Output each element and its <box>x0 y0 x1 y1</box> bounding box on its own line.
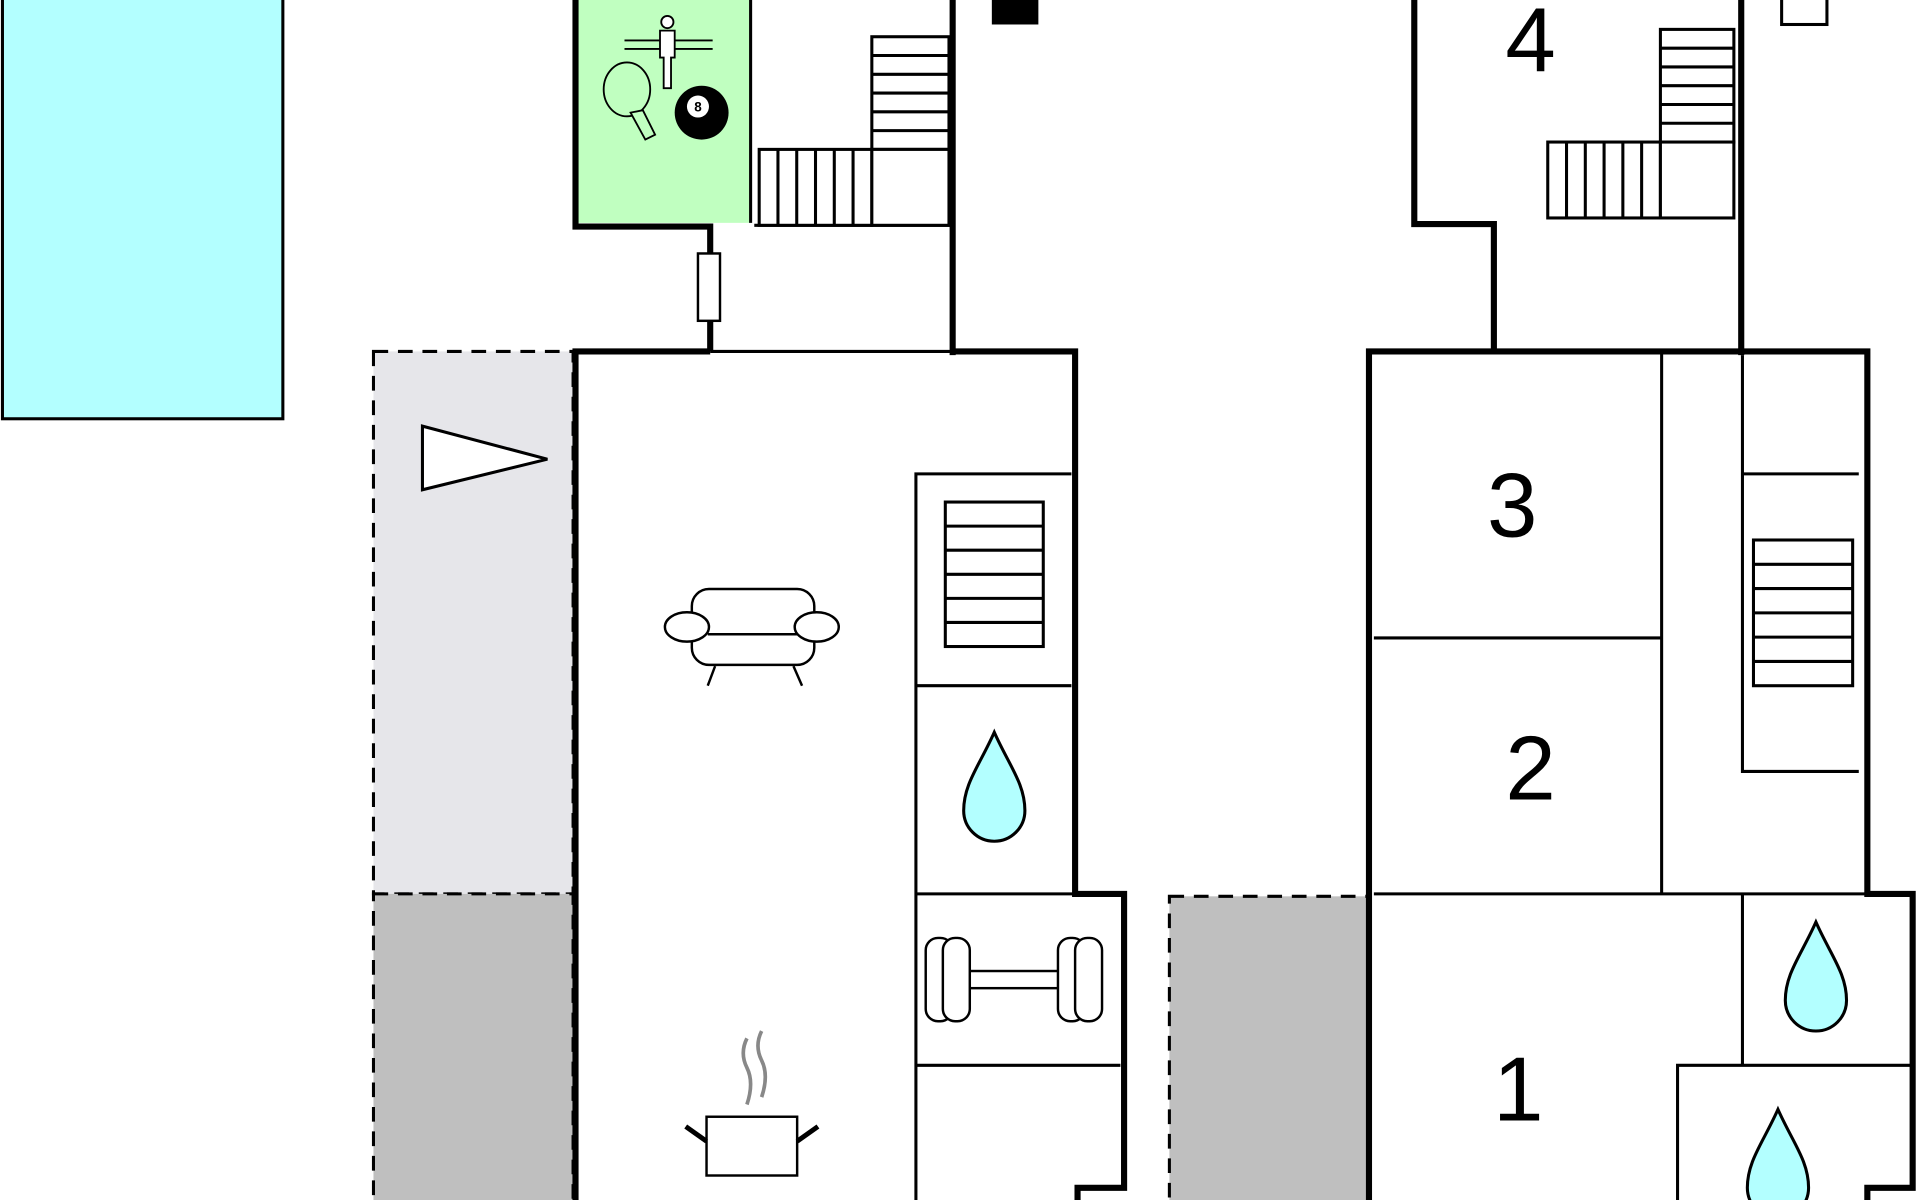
water-drop-icon <box>1783 918 1849 1033</box>
sauna-bench-icon <box>1751 538 1855 688</box>
room-label-4: 4 <box>1505 0 1555 91</box>
wall <box>1373 351 1913 1200</box>
billiard-ball-number: 8 <box>694 99 702 114</box>
step-outline <box>870 147 951 227</box>
sofa-icon <box>663 587 841 687</box>
stairs <box>757 35 951 227</box>
table-tennis-icon <box>602 61 657 141</box>
room-label-2: 2 <box>1505 719 1555 820</box>
cooking-pot-icon <box>684 1030 820 1177</box>
terrace-covered <box>371 349 575 896</box>
foosball-icon <box>624 15 713 90</box>
billiard-ball-icon: 8 <box>674 85 729 140</box>
room-label-3: 3 <box>1487 455 1537 556</box>
wall <box>572 348 711 1200</box>
room-label-1: 1 <box>1493 1039 1543 1140</box>
direction-triangle-icon <box>420 424 548 492</box>
pool <box>0 0 285 421</box>
wall <box>1365 348 1916 1200</box>
water-drop-icon <box>962 728 1027 843</box>
dumbbell-icon <box>924 936 1104 1023</box>
stairs <box>1546 27 1736 220</box>
chimney <box>1780 0 1829 27</box>
terrace-open-right <box>1167 894 1371 1200</box>
wall <box>914 472 1125 1200</box>
chimney <box>991 0 1039 25</box>
step-outline <box>1658 140 1736 220</box>
window <box>696 252 722 323</box>
sauna-bench-icon <box>943 500 1045 649</box>
terrace-open-left <box>371 892 575 1200</box>
wall <box>1411 0 1497 352</box>
water-drop-icon <box>1745 1105 1811 1200</box>
